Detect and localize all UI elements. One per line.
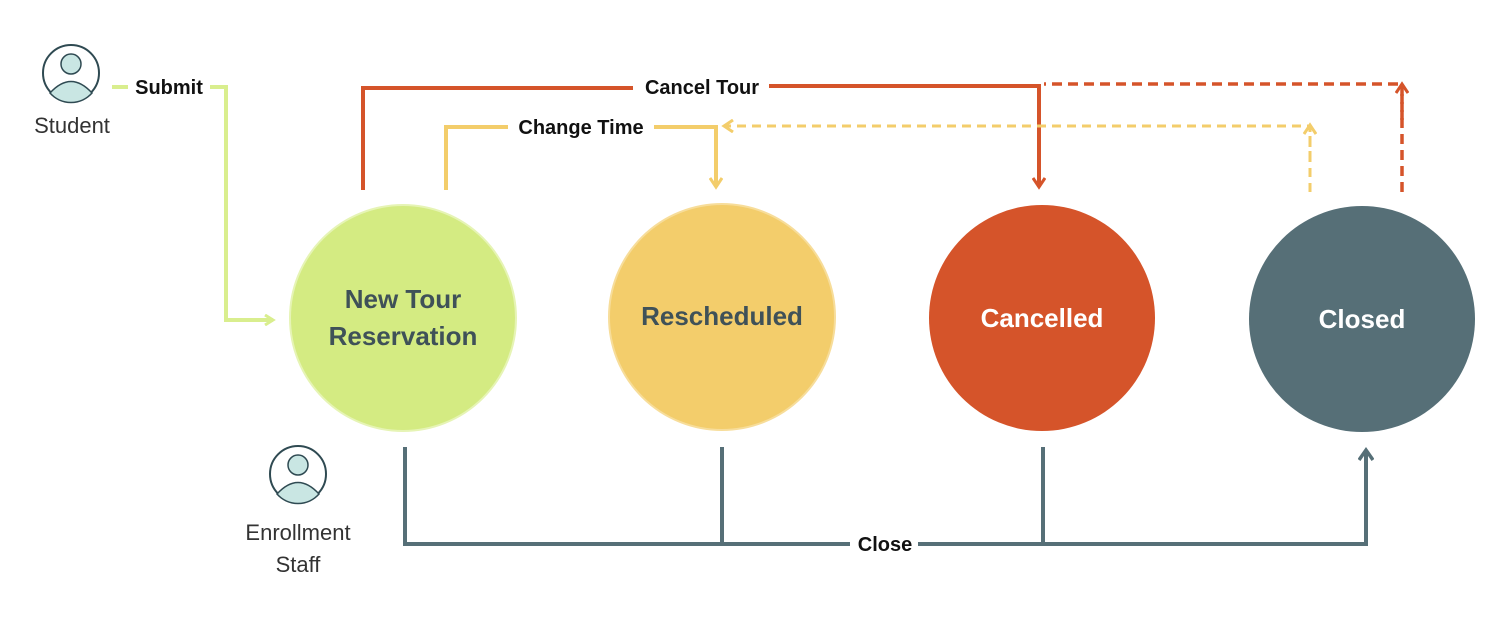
state-cancelled: Cancelled — [929, 205, 1155, 431]
staff-actor: Enrollment Staff — [245, 445, 351, 577]
state-new-tour-line2: Reservation — [329, 321, 478, 351]
state-closed: Closed — [1249, 206, 1475, 432]
state-rescheduled-label: Rescheduled — [641, 301, 803, 331]
close-label: Close — [858, 534, 912, 556]
staff-label-line1: Enrollment — [245, 520, 350, 545]
state-closed-label: Closed — [1319, 304, 1406, 334]
cancel-tour-label: Cancel Tour — [645, 77, 759, 99]
student-label: Student — [34, 113, 110, 138]
staff-label-line2: Staff — [276, 552, 322, 577]
state-new-tour-reservation: New Tour Reservation — [289, 204, 517, 432]
submit-connector: Submit — [112, 77, 273, 320]
reopen-cancel-connector — [1044, 84, 1402, 192]
change-time-label: Change Time — [518, 117, 643, 139]
user-icon — [42, 44, 100, 104]
user-icon — [269, 445, 327, 505]
state-new-tour-line1: New Tour — [345, 284, 462, 314]
state-cancelled-label: Cancelled — [981, 303, 1104, 333]
close-connector: Close — [403, 447, 1366, 556]
student-actor: Student — [34, 44, 110, 138]
reopen-change-connector — [724, 125, 1310, 192]
state-rescheduled: Rescheduled — [608, 203, 836, 431]
cancel-tour-connector: Cancel Tour — [361, 77, 1039, 190]
submit-label: Submit — [135, 77, 203, 99]
change-time-connector: Change Time — [444, 117, 716, 190]
